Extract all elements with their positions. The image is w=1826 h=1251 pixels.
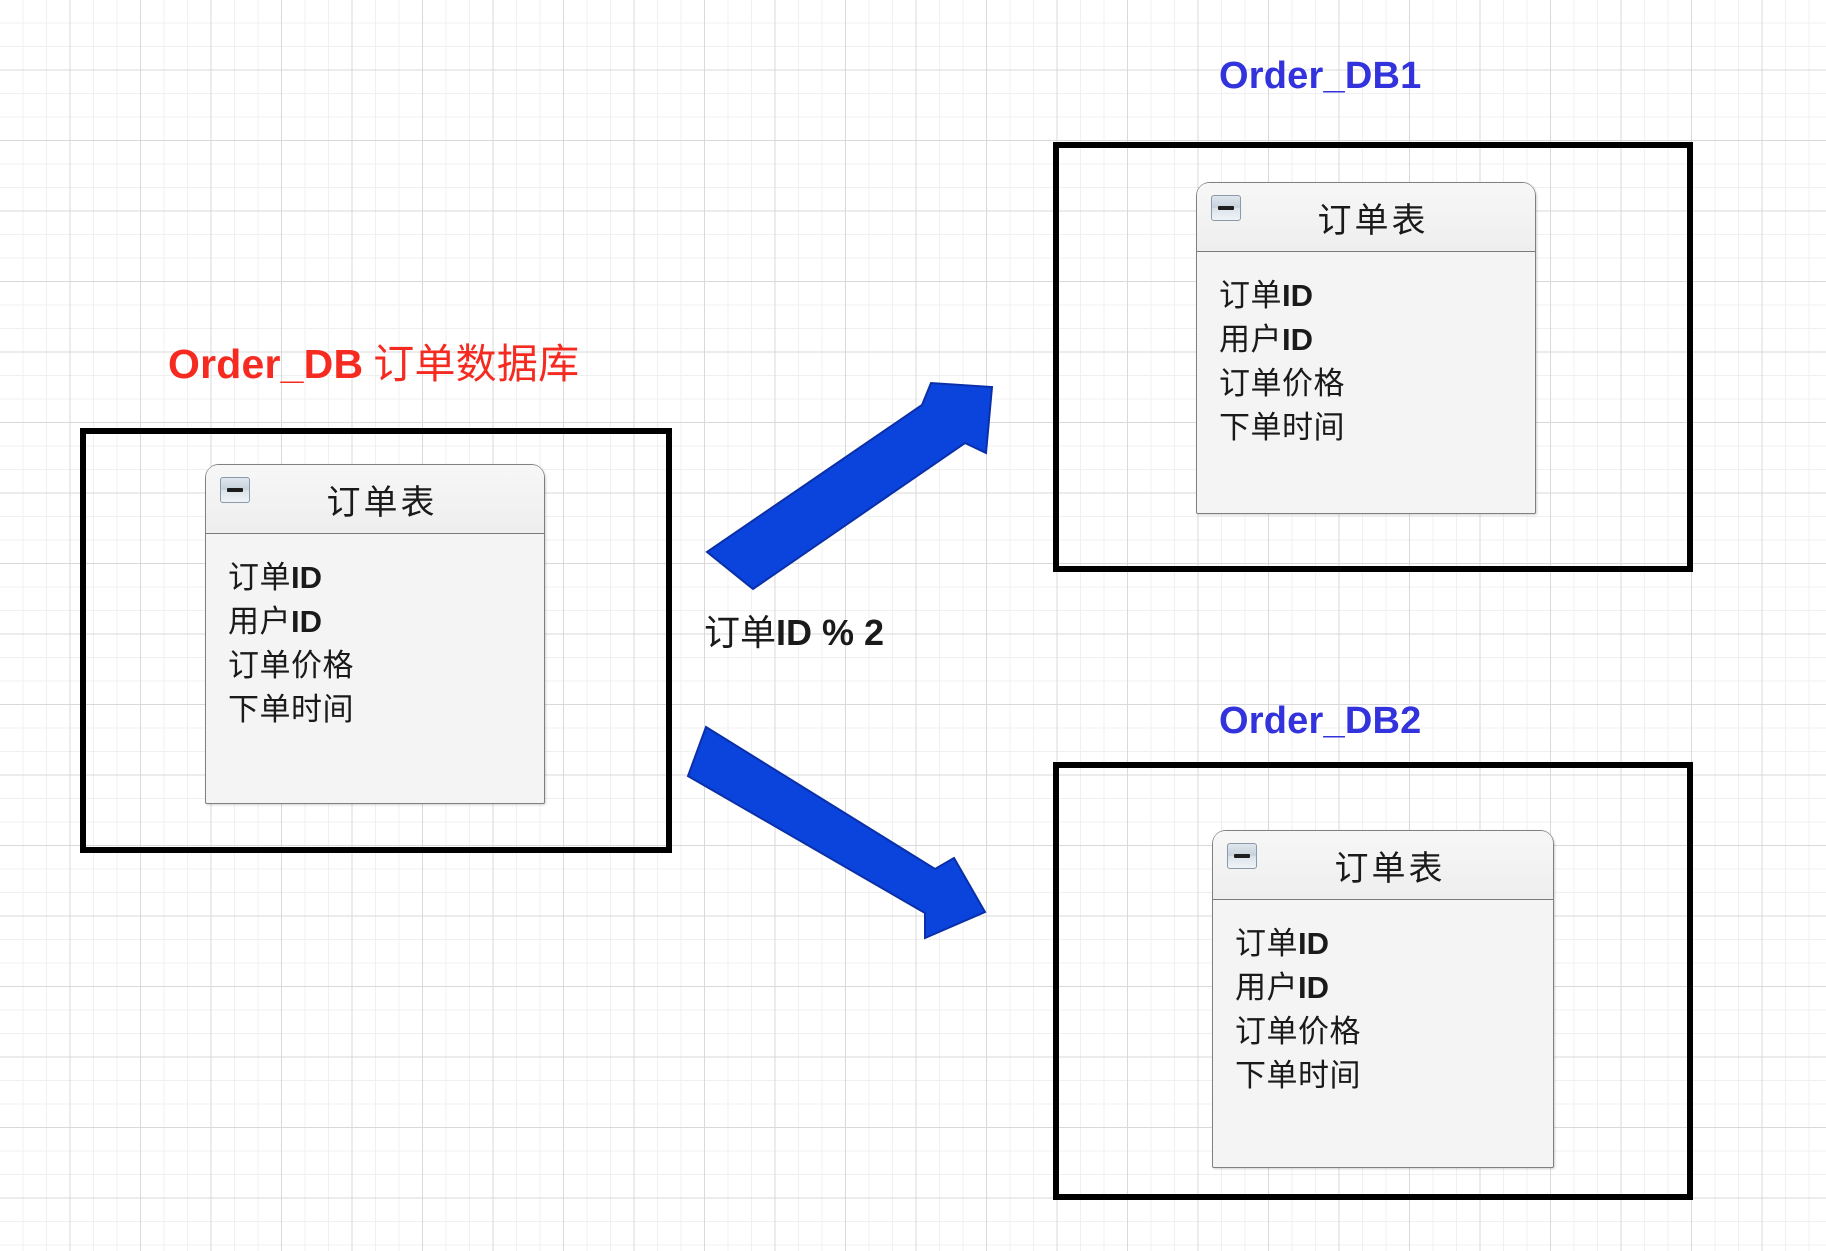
source-db-title-latin: Order_DB bbox=[168, 341, 364, 387]
field-label-cjk: 用户 bbox=[1235, 970, 1298, 1007]
table-card-title: 订单表 bbox=[1317, 200, 1429, 241]
shard-rule-latin: ID % 2 bbox=[776, 612, 885, 653]
minus-icon-bar bbox=[227, 488, 243, 492]
field-label-cjk: 用户 bbox=[1219, 322, 1282, 359]
table-field-row: 用户ID bbox=[1235, 966, 1553, 1010]
table-card-header: 订单表 bbox=[206, 465, 544, 534]
table-field-row: 订单价格 bbox=[1235, 1010, 1553, 1054]
db2-title: Order_DB2 bbox=[1219, 700, 1421, 743]
field-label-cjk: 下单时间 bbox=[1219, 410, 1345, 447]
table-card-header: 订单表 bbox=[1197, 183, 1535, 252]
minus-icon[interactable] bbox=[1227, 843, 1257, 869]
source-db-title-cjk: 订单数据库 bbox=[373, 340, 580, 388]
table-field-row: 用户ID bbox=[228, 600, 544, 644]
table-field-row: 用户ID bbox=[1219, 318, 1535, 362]
field-label-cjk: 订单 bbox=[228, 560, 291, 596]
table-field-row: 订单ID bbox=[1235, 922, 1553, 966]
db2-title-latin: Order_DB2 bbox=[1219, 700, 1422, 742]
table-field-row: 下单时间 bbox=[228, 688, 544, 732]
db1-container bbox=[1053, 142, 1693, 572]
table-field-row: 订单ID bbox=[1219, 274, 1535, 318]
table-card-body: 订单ID 用户ID 订单价格 下单时间 bbox=[206, 534, 544, 732]
table-card-title: 订单表 bbox=[326, 482, 438, 523]
table-card-body: 订单ID 用户ID 订单价格 下单时间 bbox=[1197, 252, 1535, 450]
table-field-row: 订单价格 bbox=[1219, 362, 1535, 406]
shard-rule-cjk: 订单 bbox=[704, 613, 777, 654]
field-label-cjk: 订单 bbox=[1219, 278, 1282, 314]
field-label-cjk: 订单价格 bbox=[1219, 366, 1345, 403]
field-label-latin: ID bbox=[1282, 278, 1313, 313]
field-label-latin: ID bbox=[291, 560, 322, 595]
shard-rule-label: 订单ID % 2 bbox=[704, 604, 884, 656]
field-label-cjk: 下单时间 bbox=[1235, 1058, 1361, 1095]
table-field-row: 下单时间 bbox=[1235, 1054, 1553, 1098]
field-label-cjk: 订单价格 bbox=[228, 648, 354, 685]
field-label-latin: ID bbox=[1282, 322, 1313, 358]
table-field-row: 订单价格 bbox=[228, 644, 544, 688]
table-card-db1[interactable]: 订单表 订单ID 用户ID 订单价格 下单时间 bbox=[1196, 182, 1536, 514]
table-card-header: 订单表 bbox=[1213, 831, 1553, 900]
field-label-cjk: 订单 bbox=[1235, 926, 1298, 962]
minus-icon[interactable] bbox=[1211, 195, 1241, 221]
source-db-container bbox=[80, 428, 672, 853]
table-card-db2[interactable]: 订单表 订单ID 用户ID 订单价格 下单时间 bbox=[1212, 830, 1554, 1168]
minus-icon[interactable] bbox=[220, 477, 250, 503]
minus-icon-bar bbox=[1234, 854, 1250, 858]
table-field-row: 下单时间 bbox=[1219, 406, 1535, 450]
table-card-source[interactable]: 订单表 订单ID 用户ID 订单价格 下单时间 bbox=[205, 464, 545, 804]
table-field-row: 订单ID bbox=[228, 556, 544, 600]
db1-title-latin: Order_DB1 bbox=[1219, 55, 1422, 97]
field-label-cjk: 下单时间 bbox=[228, 692, 354, 729]
table-card-body: 订单ID 用户ID 订单价格 下单时间 bbox=[1213, 900, 1553, 1098]
field-label-cjk: 订单价格 bbox=[1235, 1014, 1361, 1051]
minus-icon-bar bbox=[1218, 206, 1234, 210]
db1-title: Order_DB1 bbox=[1219, 55, 1421, 98]
field-label-latin: ID bbox=[1298, 970, 1329, 1006]
db2-container bbox=[1053, 762, 1693, 1200]
field-label-latin: ID bbox=[1298, 926, 1329, 961]
field-label-cjk: 用户 bbox=[228, 604, 291, 641]
arrow-to-db1 bbox=[705, 381, 994, 591]
field-label-latin: ID bbox=[291, 604, 322, 640]
table-card-title: 订单表 bbox=[1334, 848, 1446, 889]
arrow-to-db2 bbox=[686, 725, 987, 940]
